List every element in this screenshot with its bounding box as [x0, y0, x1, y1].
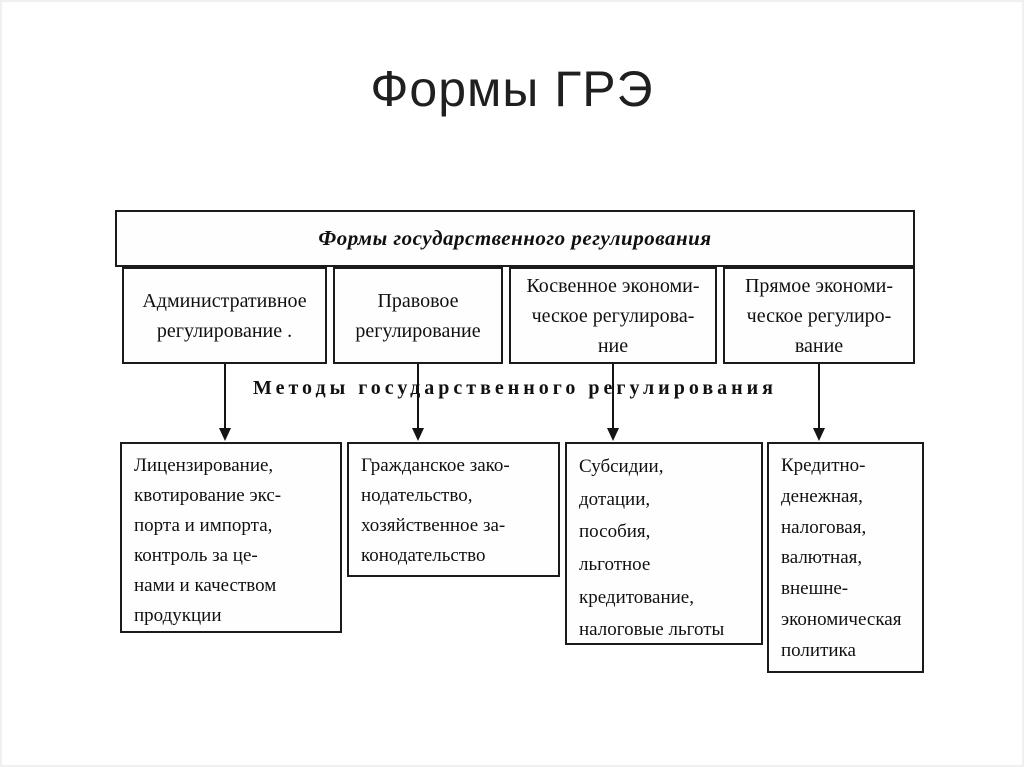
page-title: Формы ГРЭ: [370, 61, 654, 117]
arrow-shaft: [818, 364, 820, 430]
forms-of-regulation-diagram: Формы государственного регулирования Адм…: [115, 210, 924, 680]
arrow-shaft: [224, 364, 226, 430]
arrow-down-icon: [813, 364, 825, 442]
arrow-down-icon: [607, 364, 619, 442]
method-box-administrative: Лицензирование, квотирование экс- порта …: [120, 442, 342, 633]
arrow-down-icon: [412, 364, 424, 442]
arrow-shaft: [417, 364, 419, 430]
methods-band-label: Методы государственного регулирования: [252, 377, 777, 399]
diagram-header-box: Формы государственного регулирования: [115, 210, 915, 267]
arrow-head: [813, 428, 825, 441]
arrow-down-icon: [219, 364, 231, 442]
arrow-shaft: [612, 364, 614, 430]
form-box-legal: Правовое регулирование: [333, 267, 503, 364]
arrow-head: [412, 428, 424, 441]
method-box-indirect-economic: Субсидии, дотации, пособия, льготное кре…: [565, 442, 763, 645]
method-box-direct-economic: Кредитно- денежная, налоговая, валютная,…: [767, 442, 924, 673]
arrow-head: [607, 428, 619, 441]
arrow-head: [219, 428, 231, 441]
form-box-direct-economic: Прямое экономи- ческое регулиро- вание: [723, 267, 915, 364]
form-box-administrative: Административное регулирование .: [122, 267, 327, 364]
method-box-legal: Гражданское зако- нодательство, хозяйств…: [347, 442, 560, 577]
form-box-indirect-economic: Косвенное экономи- ческое регулирова- ни…: [509, 267, 717, 364]
